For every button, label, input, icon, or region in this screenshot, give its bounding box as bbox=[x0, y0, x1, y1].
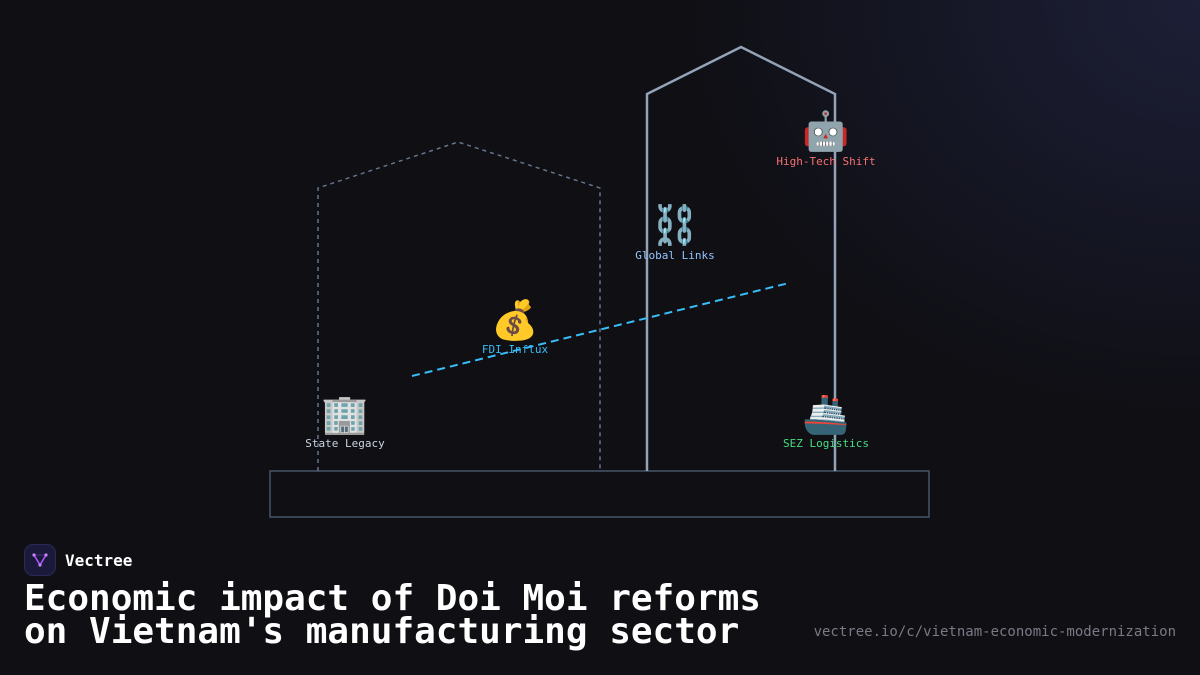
robot-icon: 🤖 bbox=[802, 109, 849, 153]
new-economy-outline bbox=[645, 45, 837, 471]
foundation-base bbox=[269, 470, 930, 518]
node-label-sez-logistics: SEZ Logistics bbox=[783, 437, 869, 450]
ship-icon: 🚢 bbox=[802, 392, 849, 436]
brand-name: Vectree bbox=[65, 550, 133, 570]
node-label-state-legacy: State Legacy bbox=[305, 437, 385, 450]
page-title-line-2: on Vietnam's manufacturing sector bbox=[24, 611, 740, 652]
page-title-line-1: Economic impact of Doi Moi reforms bbox=[24, 578, 761, 619]
money-bag-icon: 💰 bbox=[491, 298, 538, 343]
chain-links-icon: ⛓️ bbox=[651, 203, 698, 247]
old-economy-outline bbox=[317, 141, 601, 471]
node-label-high-tech-shift: High-Tech Shift bbox=[776, 155, 875, 168]
node-label-global-links: Global Links bbox=[635, 249, 714, 262]
node-state-legacy: 🏢 State Legacy bbox=[305, 392, 385, 450]
source-url[interactable]: vectree.io/c/vietnam-economic-modernizat… bbox=[813, 624, 1176, 640]
vectree-logo-icon bbox=[24, 544, 56, 576]
brand: Vectree bbox=[24, 544, 132, 576]
reform-diagram: 🏢 State Legacy 💰 FDI Influx ⛓️ Global Li… bbox=[269, 45, 930, 518]
node-sez-logistics: 🚢 SEZ Logistics bbox=[783, 392, 869, 450]
node-high-tech-shift: 🤖 High-Tech Shift bbox=[776, 109, 875, 168]
page-title: Economic impact of Doi Moi reforms on Vi… bbox=[24, 578, 761, 652]
node-global-links: ⛓️ Global Links bbox=[635, 203, 714, 262]
node-label-fdi-influx: FDI Influx bbox=[482, 343, 549, 356]
node-fdi-influx: 💰 FDI Influx bbox=[482, 298, 549, 356]
office-building-icon: 🏢 bbox=[321, 392, 368, 436]
